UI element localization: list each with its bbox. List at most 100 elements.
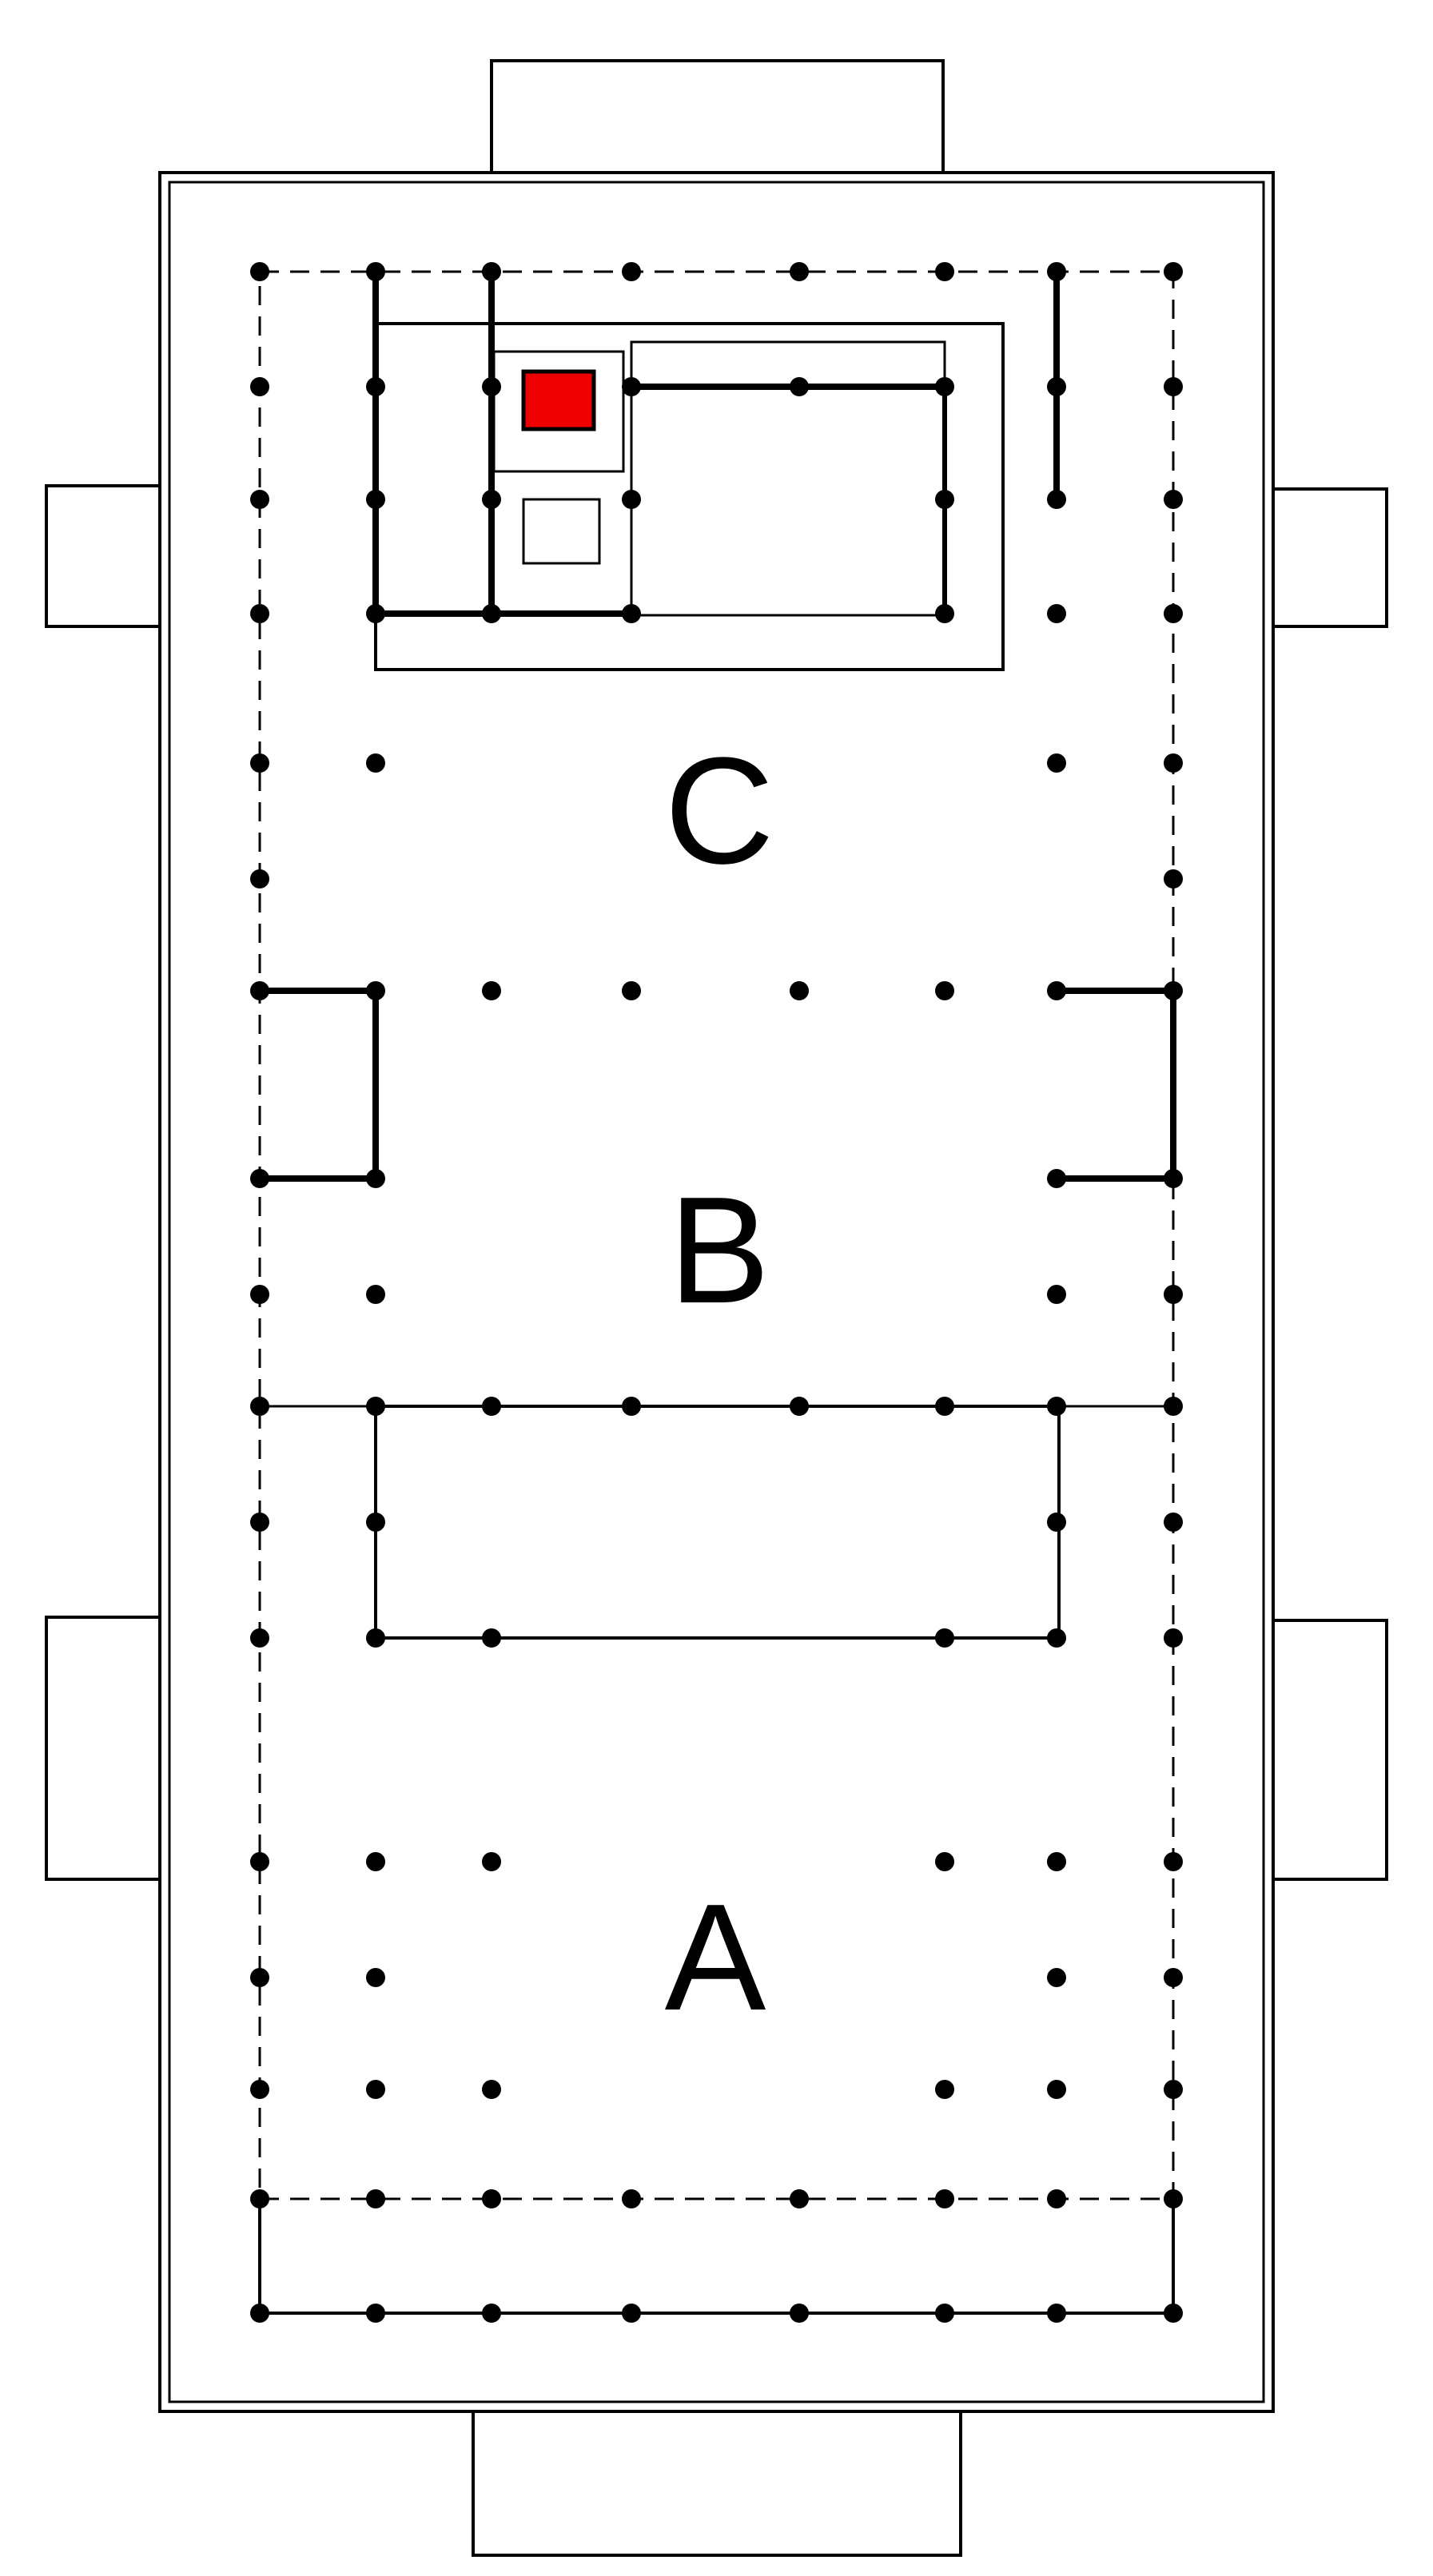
- column-dot: [622, 2304, 641, 2323]
- column-dot: [366, 2189, 385, 2208]
- column-dot: [250, 604, 269, 623]
- column-dot: [622, 490, 641, 509]
- column-dot: [790, 377, 809, 396]
- column-dot: [250, 2189, 269, 2208]
- stairs-left-upper: [45, 484, 161, 628]
- column-dot: [935, 490, 954, 509]
- column-dot: [482, 2189, 501, 2208]
- column-dot: [1047, 981, 1066, 1000]
- column-dot: [250, 2304, 269, 2323]
- column-dot: [482, 2304, 501, 2323]
- column-dot: [1164, 753, 1183, 773]
- column-dot: [1047, 1968, 1066, 1987]
- column-dot: [366, 1285, 385, 1304]
- column-dot: [366, 604, 385, 623]
- shrine-box: [492, 350, 625, 473]
- column-dot: [1164, 1285, 1183, 1304]
- zone-label-a: A: [664, 1873, 766, 2042]
- column-dot: [1047, 1628, 1066, 1648]
- stairs-left-lower: [45, 1616, 161, 1881]
- column-dot: [366, 262, 385, 281]
- column-dot: [935, 1628, 954, 1648]
- column-dot: [366, 753, 385, 773]
- column-dot: [1047, 377, 1066, 396]
- column-dot: [482, 604, 501, 623]
- column-dot: [482, 981, 501, 1000]
- column-dot: [366, 981, 385, 1000]
- column-dot: [935, 604, 954, 623]
- stairs-bottom: [472, 2410, 962, 2557]
- column-dot: [1047, 1397, 1066, 1416]
- column-dot: [250, 262, 269, 281]
- stairs-right-lower: [1272, 1619, 1388, 1881]
- column-dot: [482, 262, 501, 281]
- column-dot: [250, 753, 269, 773]
- stairs-right-upper: [1272, 487, 1388, 628]
- column-dot: [790, 2189, 809, 2208]
- column-dot: [790, 981, 809, 1000]
- column-dot: [1164, 1169, 1183, 1188]
- column-dot: [250, 2080, 269, 2099]
- column-dot: [482, 490, 501, 509]
- column-dot: [250, 1968, 269, 1987]
- column-dot: [1164, 981, 1183, 1000]
- column-dot: [482, 1628, 501, 1648]
- column-dot: [1164, 490, 1183, 509]
- sanctuary-enclosure: [374, 322, 1005, 671]
- column-dot: [250, 1285, 269, 1304]
- column-dot: [935, 262, 954, 281]
- column-dot: [250, 1513, 269, 1532]
- column-dot: [622, 2189, 641, 2208]
- column-dot: [250, 1397, 269, 1416]
- column-dot: [482, 1397, 501, 1416]
- outer-wall-inner: [168, 181, 1265, 2403]
- column-dot: [1164, 1628, 1183, 1648]
- column-dot: [1164, 1513, 1183, 1532]
- column-dot: [790, 262, 809, 281]
- zone-label-b: B: [668, 1166, 770, 1335]
- column-dot: [622, 981, 641, 1000]
- column-dot: [622, 377, 641, 396]
- column-dot: [1047, 1285, 1066, 1304]
- column-dot: [250, 377, 269, 396]
- column-dot: [366, 1628, 385, 1648]
- column-dot: [935, 1852, 954, 1871]
- column-dot: [250, 1628, 269, 1648]
- column-dot: [1164, 869, 1183, 888]
- column-dot: [366, 1169, 385, 1188]
- column-dot: [935, 2080, 954, 2099]
- column-dot: [622, 262, 641, 281]
- column-dot: [250, 1169, 269, 1188]
- column-dot: [366, 1397, 385, 1416]
- column-dot: [482, 377, 501, 396]
- column-dot: [1164, 1968, 1183, 1987]
- column-dot: [1164, 377, 1183, 396]
- column-dot: [250, 1852, 269, 1871]
- shrine-steps: [522, 498, 601, 565]
- column-dot: [1164, 2189, 1183, 2208]
- column-dot: [790, 1397, 809, 1416]
- column-dot: [1164, 1397, 1183, 1416]
- column-dot: [1047, 490, 1066, 509]
- column-dot: [482, 1852, 501, 1871]
- column-dot: [250, 981, 269, 1000]
- column-dot: [1164, 1852, 1183, 1871]
- column-dot: [366, 377, 385, 396]
- altar-highlight: [521, 369, 596, 431]
- column-dot: [366, 2304, 385, 2323]
- column-dot: [1047, 604, 1066, 623]
- column-dot: [1164, 604, 1183, 623]
- column-dot: [622, 604, 641, 623]
- column-dot: [1047, 1169, 1066, 1188]
- column-dot: [935, 981, 954, 1000]
- column-dot: [482, 2080, 501, 2099]
- column-dot: [250, 490, 269, 509]
- zone-label-c: C: [664, 726, 774, 896]
- column-dot: [366, 1968, 385, 1987]
- column-dot: [366, 490, 385, 509]
- column-dot: [1047, 2304, 1066, 2323]
- column-dot: [1047, 262, 1066, 281]
- column-dot: [1047, 1852, 1066, 1871]
- column-dot: [622, 1397, 641, 1416]
- column-dot: [1164, 262, 1183, 281]
